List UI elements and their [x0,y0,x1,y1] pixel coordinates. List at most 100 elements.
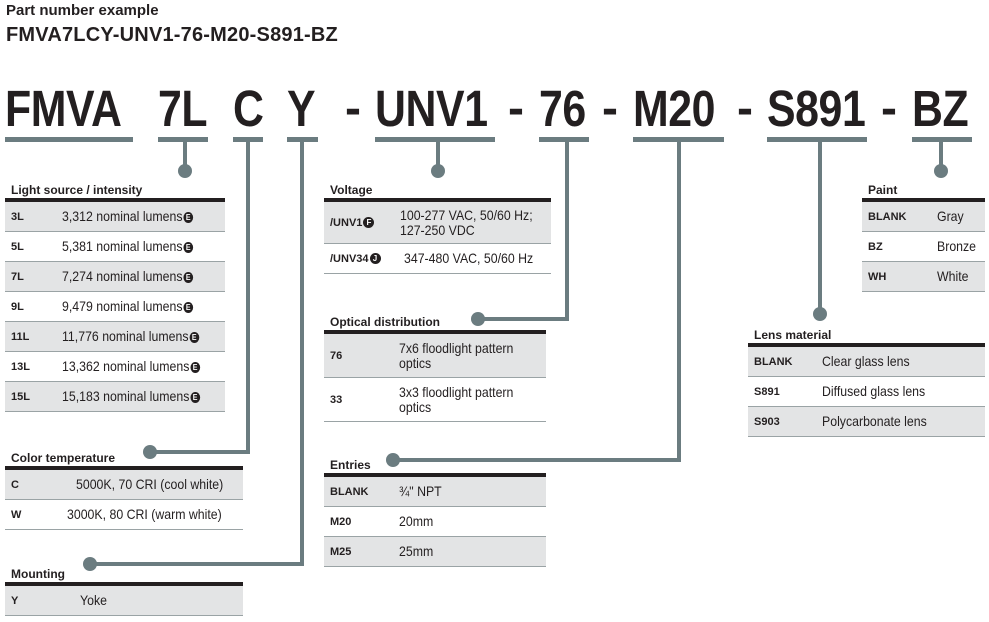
table-title: Lens material [754,328,832,342]
connector-entries [393,142,681,462]
segment-underline [5,137,133,142]
segment-dash: - [508,82,524,135]
table-title: Color temperature [11,451,116,465]
segment-dash: - [345,82,361,135]
option-code: WH [868,270,887,283]
option-code: M20 [330,515,352,528]
segment-underline [539,137,589,142]
connector-dot [178,164,192,178]
table-top-rule [748,343,985,347]
option-description: Yoke [80,592,107,608]
example-label: Part number example [6,2,159,19]
segment-underline [158,137,208,142]
segment-optics: 76 [539,80,586,137]
option-code: BLANK [330,485,369,498]
table-top-rule [5,582,243,586]
option-code: M25 [330,545,352,558]
segment-series: FMVA [5,80,122,137]
table-paint: Paint BLANK Gray BZ Bronze WH White [862,182,985,292]
table-row: WH White [862,262,985,292]
option-code: BLANK [754,355,793,368]
table-title: Paint [868,183,898,197]
table-row: M20 20mm [324,507,546,537]
note-badge-icon: E [183,271,194,283]
option-description: Bronze [937,238,977,254]
option-code: BZ [868,240,883,253]
connector-dot [83,557,97,571]
table-title: Mounting [11,567,65,581]
table-row: C 5000K, 70 CRI (cool white) [5,470,243,500]
option-description: Clear glass lens [822,353,910,369]
option-description: Polycarbonate lens [822,413,927,429]
table-row: S903 Polycarbonate lens [748,407,985,437]
segment-underline [633,137,724,142]
note-badge-icon: F [363,217,375,229]
note-badge-icon: E [183,211,194,223]
segment-voltage: UNV1 [375,80,488,137]
option-description: 100-277 VAC, 50/60 Hz;127-250 VDC [400,206,533,238]
segment-entries: M20 [633,80,716,137]
table-mounting: Mounting Y Yoke [5,566,243,616]
table-title: Voltage [330,183,373,197]
table-title: Entries [330,458,371,472]
option-code: S891 [754,385,780,398]
connector-color-temp [150,142,250,454]
connector-optics [478,142,569,321]
option-code: 15L [11,390,30,403]
table-top-rule [862,198,985,202]
option-code: 76 [330,349,343,362]
table-light-source: Light source / intensity 3L 3,312 nomina… [5,182,225,412]
table-top-rule [324,473,546,477]
table-top-rule [324,330,546,334]
table-optical-distribution: Optical distribution 76 7x6 floodlight p… [324,314,546,422]
option-code: W [11,508,22,521]
option-description: 25mm [399,543,434,559]
note-badge-icon: E [190,361,200,373]
option-code: Y [11,594,19,607]
note-badge-icon: J [369,253,381,265]
option-code: 13L [11,360,30,373]
option-description: Gray [937,208,964,224]
table-row: BLANK ¾" NPT [324,477,546,507]
connector-dot [431,164,445,178]
option-code: S903 [754,415,780,428]
segment-dash: - [881,82,897,135]
option-description: 5000K, 70 CRI (cool white) [75,476,223,492]
segment-mounting: Y [287,80,316,137]
option-code: 11L [11,330,30,343]
table-entries: Entries BLANK ¾" NPT M20 20mm M25 25mm [324,457,546,567]
option-description: 3000K, 80 CRI (warm white) [67,506,222,522]
connector-dot [934,164,948,178]
option-description: ¾" NPT [399,483,442,499]
segment-underline [375,137,495,142]
option-description: 347-480 VAC, 50/60 Hz [404,250,534,266]
table-row: W 3000K, 80 CRI (warm white) [5,500,243,530]
table-row: BLANK Clear glass lens [748,347,985,377]
segment-underline [233,137,263,142]
segment-light-source: 7L [158,80,208,137]
connector-dot [143,445,157,459]
connector-dot [471,312,485,326]
example-part-number: FMVA7LCY-UNV1-76-M20-S891-BZ [6,24,338,46]
note-badge-icon: E [190,391,200,403]
table-row: M25 25mm [324,537,546,567]
note-badge-icon: E [183,301,194,313]
segment-paint: BZ [912,80,969,137]
connector-dot [813,307,827,321]
